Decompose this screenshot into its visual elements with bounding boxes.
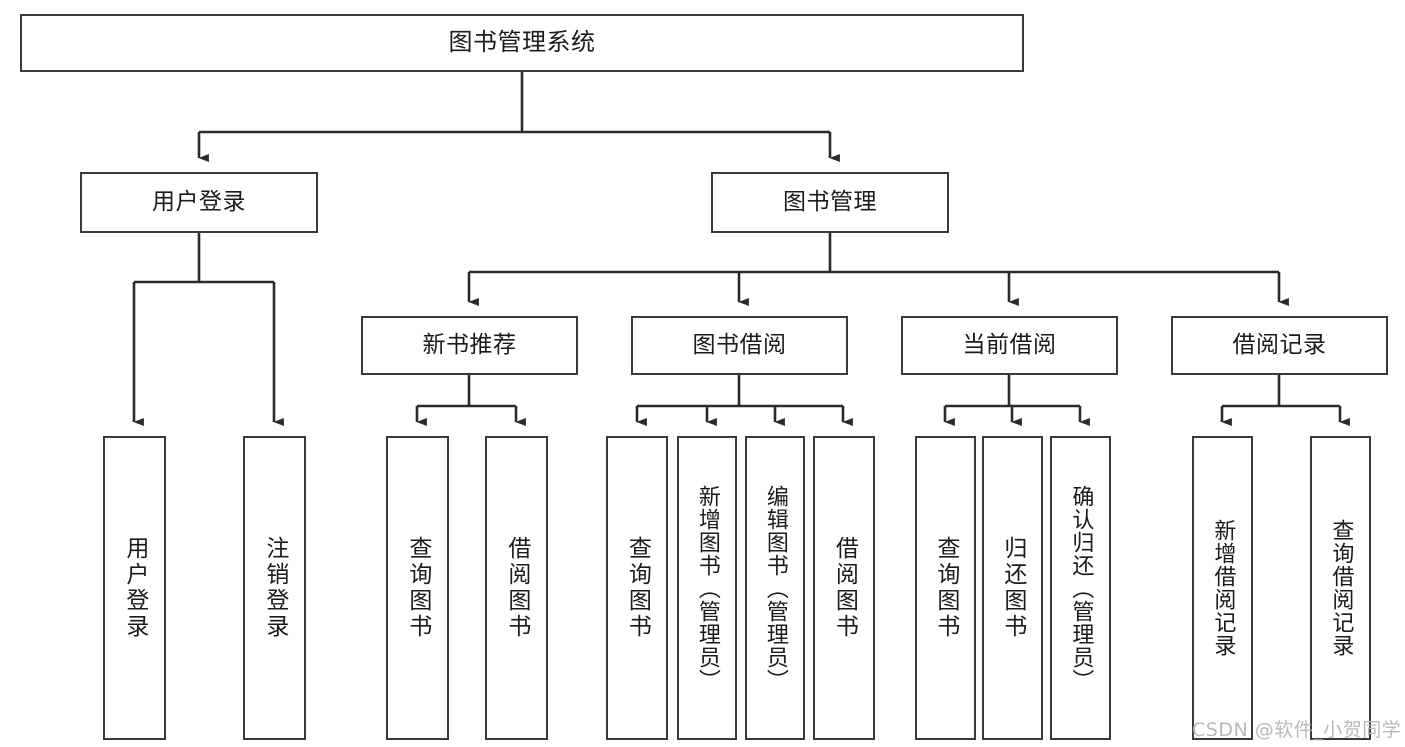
node-leaf-confirm-return-label: 确认归还（管理员） xyxy=(1068,484,1094,692)
node-leaf-return-book-label: 归还图书 xyxy=(999,536,1026,640)
node-current-borrow[interactable]: 当前借阅 xyxy=(901,316,1118,375)
node-current-borrow-label: 当前借阅 xyxy=(962,332,1057,359)
node-leaf-logout[interactable]: 注销登录 xyxy=(243,436,306,740)
node-leaf-edit-book-label: 编辑图书（管理员） xyxy=(762,484,788,692)
node-leaf-query-book-recommend-label: 查询图书 xyxy=(404,536,431,640)
node-leaf-logout-label: 注销登录 xyxy=(261,536,288,640)
node-user-login-label: 用户登录 xyxy=(152,189,246,216)
node-new-book-recommend-label: 新书推荐 xyxy=(422,332,517,359)
node-book-borrow[interactable]: 图书借阅 xyxy=(631,316,848,375)
node-book-manage[interactable]: 图书管理 xyxy=(711,172,949,233)
watermark-text: CSDN @软件_小贺同学 xyxy=(1192,719,1402,741)
node-leaf-borrow-book-recommend-label: 借阅图书 xyxy=(503,536,530,640)
node-borrow-record-label: 借阅记录 xyxy=(1232,332,1327,359)
node-leaf-confirm-return[interactable]: 确认归还（管理员） xyxy=(1050,436,1111,740)
node-leaf-query-book-recommend[interactable]: 查询图书 xyxy=(386,436,449,740)
node-leaf-query-borrow-record[interactable]: 查询借阅记录 xyxy=(1310,436,1371,740)
node-leaf-query-book-borrow[interactable]: 查询图书 xyxy=(606,436,668,740)
node-leaf-borrow-book-recommend[interactable]: 借阅图书 xyxy=(485,436,548,740)
node-leaf-query-book-borrow-label: 查询图书 xyxy=(624,536,651,640)
node-leaf-add-book[interactable]: 新增图书（管理员） xyxy=(677,436,737,740)
node-book-manage-label: 图书管理 xyxy=(783,189,877,216)
node-leaf-query-book-current-label: 查询图书 xyxy=(932,536,959,640)
node-borrow-record[interactable]: 借阅记录 xyxy=(1171,316,1388,375)
node-user-login[interactable]: 用户登录 xyxy=(80,172,318,233)
node-leaf-return-book[interactable]: 归还图书 xyxy=(982,436,1043,740)
node-leaf-add-book-label: 新增图书（管理员） xyxy=(694,484,720,692)
node-leaf-user-login-label: 用户登录 xyxy=(121,536,148,640)
node-leaf-add-borrow-record[interactable]: 新增借阅记录 xyxy=(1192,436,1253,740)
node-root-system[interactable]: 图书管理系统 xyxy=(20,14,1024,72)
node-leaf-borrow-book[interactable]: 借阅图书 xyxy=(813,436,875,740)
node-leaf-query-borrow-record-label: 查询借阅记录 xyxy=(1328,519,1354,657)
node-leaf-borrow-book-label: 借阅图书 xyxy=(831,536,858,640)
node-leaf-edit-book[interactable]: 编辑图书（管理员） xyxy=(745,436,805,740)
node-leaf-query-book-current[interactable]: 查询图书 xyxy=(915,436,976,740)
node-leaf-user-login[interactable]: 用户登录 xyxy=(103,436,166,740)
node-book-borrow-label: 图书借阅 xyxy=(692,332,787,359)
node-new-book-recommend[interactable]: 新书推荐 xyxy=(361,316,578,375)
node-leaf-add-borrow-record-label: 新增借阅记录 xyxy=(1210,519,1236,657)
node-root-system-label: 图书管理系统 xyxy=(448,28,596,57)
